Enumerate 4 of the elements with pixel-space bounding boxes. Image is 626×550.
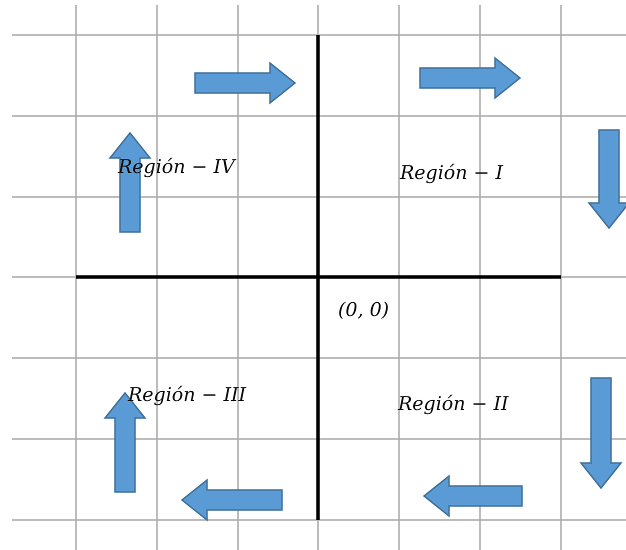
origin-label: (0, 0): [338, 301, 390, 320]
region-label: Región − I: [400, 164, 503, 183]
region-label: Región − III: [128, 386, 246, 405]
region-label: Región − II: [398, 395, 508, 414]
